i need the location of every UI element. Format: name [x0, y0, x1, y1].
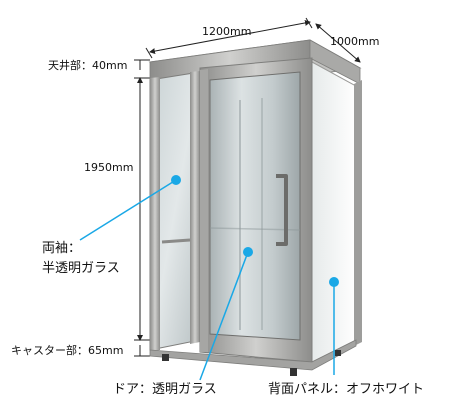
width-label: 1200mm: [202, 25, 252, 38]
side-callout-line: [79, 179, 177, 241]
ceiling-label: 天井部：40mm: [48, 59, 128, 72]
back-label: 背面パネル：オフホワイト: [268, 382, 425, 397]
door-handle: [276, 174, 288, 246]
side-label-line1: 両袖：: [42, 241, 82, 256]
door-callout-dot: [243, 247, 253, 257]
depth-dimension-line: [315, 23, 361, 63]
door-callout-line: [199, 251, 249, 381]
door-label: ドア：透明ガラス: [113, 382, 217, 397]
callouts: [79, 175, 339, 381]
height-label: 1950mm: [84, 161, 134, 174]
depth-label: 1000mm: [330, 35, 380, 48]
caster-icon: [290, 368, 297, 376]
side-label-line2: 半透明ガラス: [42, 261, 120, 276]
door-glass: [209, 71, 301, 341]
side-callout-dot: [171, 175, 181, 185]
caster-icon: [335, 350, 341, 356]
width-dimension-line: [149, 19, 311, 55]
back-callout-dot: [329, 277, 339, 287]
caster-label: キャスター部：65mm: [11, 344, 124, 357]
caster-icon: [162, 354, 169, 361]
booth-body: [148, 39, 362, 376]
